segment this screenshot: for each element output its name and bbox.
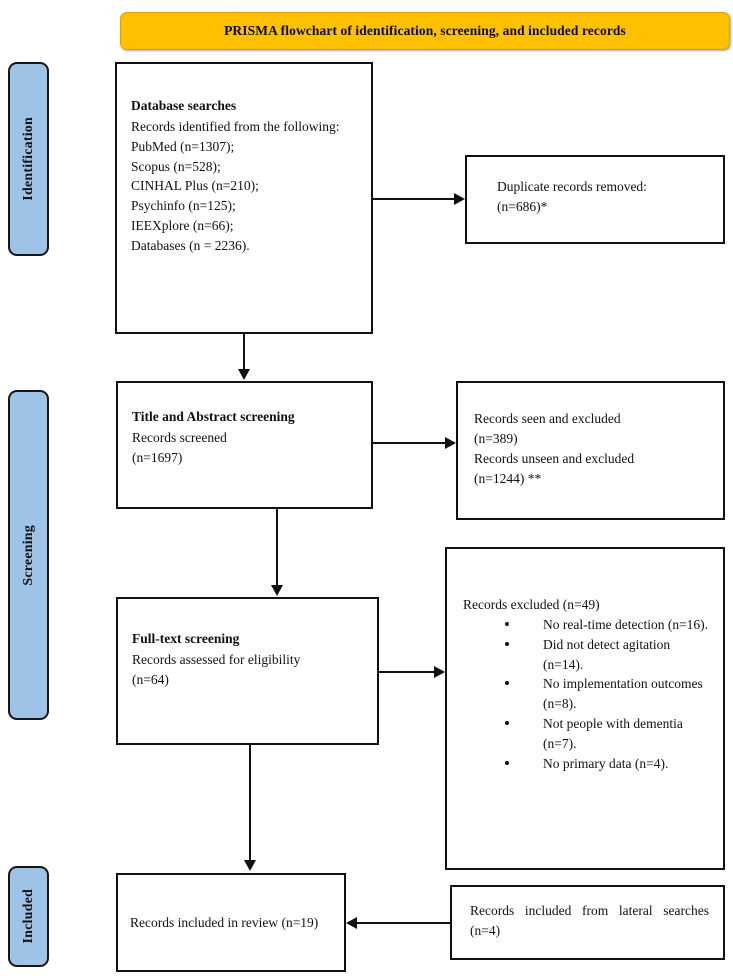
database-source-scopus: Scopus (n=528); — [131, 158, 221, 174]
database-searches-intro: Records identified from the following: — [131, 118, 340, 134]
stage-label-identification: Identification — [8, 62, 49, 256]
database-source-psychinfo: Psychinfo (n=125); — [131, 198, 236, 214]
exclusion-reason-1: No real-time detection (n=16). — [543, 616, 709, 632]
title-abstract-line1: Records screened — [132, 429, 227, 445]
stage-label-screening-text: Screening — [20, 524, 36, 586]
list-item: Did not detect agitation (n=14). — [505, 635, 709, 675]
duplicates-removed-count: (n=686)* — [497, 198, 548, 214]
arrow-right-icon — [445, 437, 456, 449]
connector-screening-to-excluded — [373, 442, 445, 444]
bullet-icon — [505, 721, 509, 726]
exclusion-reason-4: Not people with dementia (n=7). — [543, 716, 683, 751]
full-text-count: (n=64) — [132, 671, 169, 687]
box-full-text-screening: Full-text screening Records assessed for… — [116, 597, 379, 745]
duplicates-removed-line1: Duplicate records removed: — [497, 179, 647, 194]
box-full-text-excluded: Records excluded (n=49) No real-time det… — [445, 547, 725, 870]
bullet-icon — [505, 681, 509, 686]
stage-label-included: Included — [8, 866, 49, 967]
arrow-right-icon — [434, 666, 445, 678]
database-source-ieexplore: IEEXplore (n=66); — [131, 218, 234, 234]
page-title: PRISMA flowchart of identification, scre… — [224, 23, 626, 38]
stage-label-screening: Screening — [8, 390, 49, 720]
arrow-down-icon — [238, 369, 250, 380]
database-source-pubmed: PubMed (n=1307); — [131, 138, 235, 154]
list-item: No real-time detection (n=16). — [505, 615, 709, 635]
connector-lateral-to-included — [357, 922, 450, 924]
database-searches-heading: Database searches — [131, 98, 237, 113]
arrow-down-icon — [244, 860, 256, 871]
arrow-down-icon — [271, 585, 283, 596]
stage-label-identification-text: Identification — [20, 117, 36, 201]
exclusion-reason-3: No implementation outcomes (n=8). — [543, 676, 703, 712]
list-item: No primary data (n=4). — [505, 754, 709, 774]
list-item: No implementation outcomes (n=8). — [505, 674, 709, 714]
bullet-icon — [505, 760, 509, 765]
bullet-icon — [505, 641, 509, 646]
full-text-heading: Full-text screening — [132, 631, 240, 646]
connector-fulltext-to-included — [249, 745, 251, 861]
connector-fulltext-to-excluded — [379, 671, 434, 673]
box-title-abstract-screening: Title and Abstract screening Records scr… — [116, 381, 373, 509]
exclusion-reason-5: No primary data (n=4). — [543, 755, 669, 771]
full-text-excluded-heading: Records excluded (n=49) — [463, 597, 600, 612]
bullet-icon — [505, 621, 509, 626]
screening-unseen-excluded-count: (n=1244) ** — [474, 470, 542, 486]
database-source-total: Databases (n = 2236). — [131, 237, 250, 253]
lateral-searches-text: Records included from lateral searches (… — [470, 903, 709, 938]
connector-database-to-screening — [243, 334, 245, 370]
exclusion-reason-list: No real-time detection (n=16). Did not d… — [463, 615, 709, 774]
arrow-right-icon — [454, 193, 465, 205]
list-item: Not people with dementia (n=7). — [505, 714, 709, 754]
exclusion-reason-2: Did not detect agitation (n=14). — [543, 636, 671, 672]
screening-unseen-excluded-label: Records unseen and excluded — [474, 450, 635, 466]
full-text-line1: Records assessed for eligibility — [132, 651, 301, 667]
box-duplicate-records-removed: Duplicate records removed: (n=686)* — [465, 155, 725, 244]
box-screening-excluded: Records seen and excluded (n=389) Record… — [456, 381, 725, 520]
connector-database-to-duplicates — [373, 198, 454, 200]
stage-label-included-text: Included — [20, 889, 36, 944]
title-abstract-heading: Title and Abstract screening — [132, 409, 295, 424]
screening-seen-excluded-count: (n=389) — [474, 430, 518, 446]
arrow-left-icon — [346, 917, 357, 929]
page-title-banner: PRISMA flowchart of identification, scre… — [120, 12, 730, 50]
title-abstract-count: (n=1697) — [132, 449, 183, 465]
records-included-text: Records included in review (n=19) — [130, 915, 319, 930]
connector-screening-to-fulltext — [276, 509, 278, 586]
box-lateral-searches: Records included from lateral searches (… — [450, 885, 725, 960]
box-records-included: Records included in review (n=19) — [116, 873, 346, 972]
screening-seen-excluded-label: Records seen and excluded — [474, 411, 621, 426]
box-database-searches: Database searches Records identified fro… — [115, 62, 373, 334]
database-source-cinhal: CINHAL Plus (n=210); — [131, 178, 259, 194]
